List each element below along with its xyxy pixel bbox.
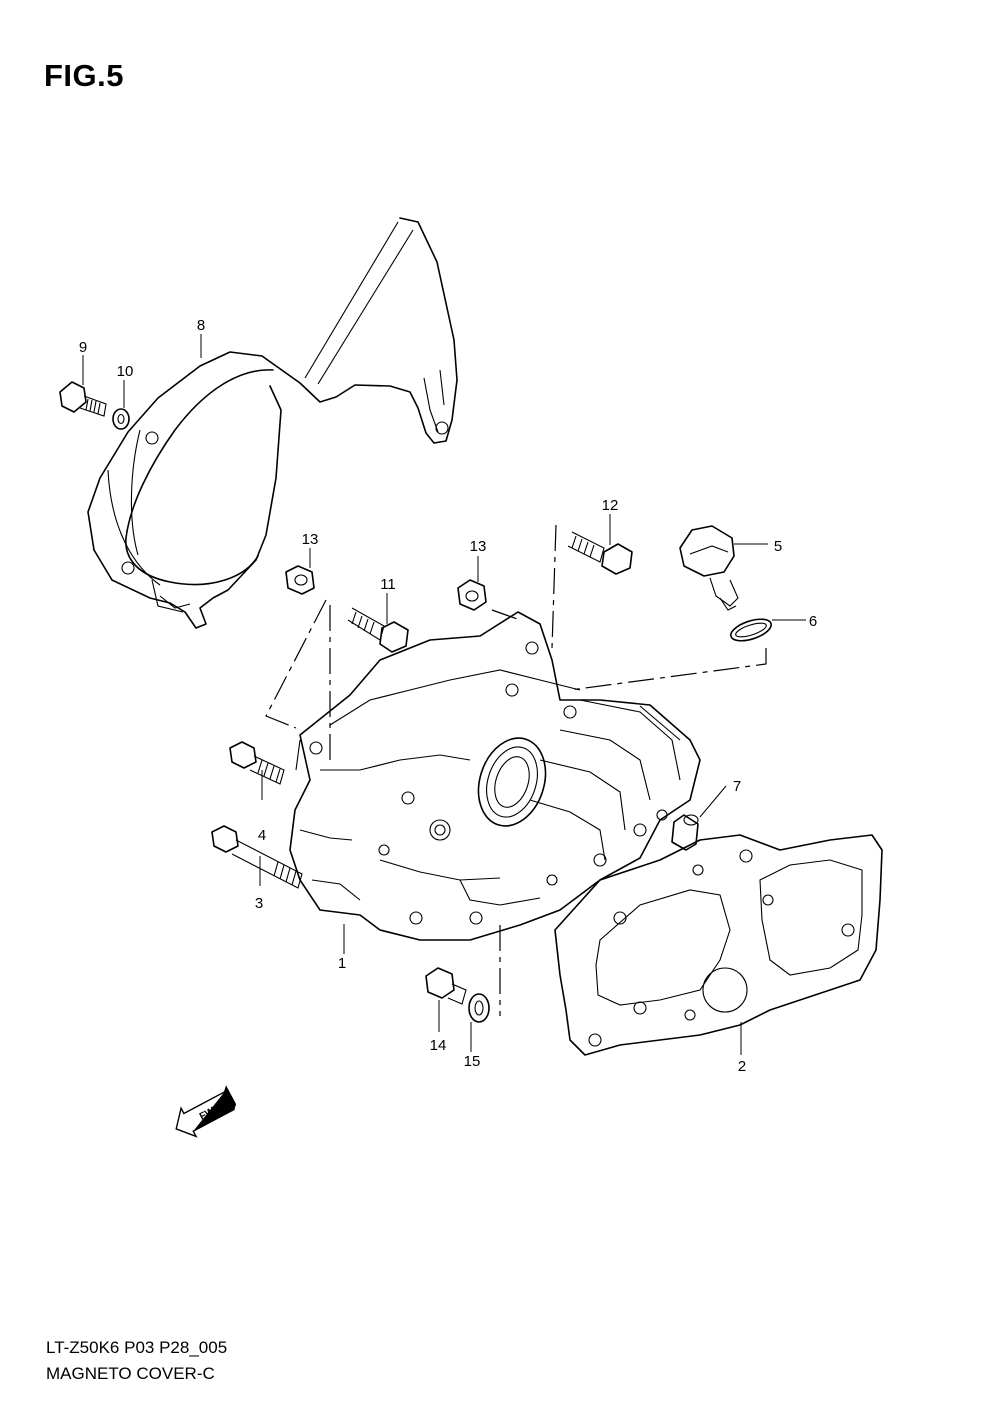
callout-labels: 1 2 3 4 5 6 7 8 9 10 11 12 13 13 14 15 <box>79 317 817 1075</box>
part-7-dowel-pin <box>671 814 699 851</box>
part-13-nut-left <box>285 565 315 595</box>
part-14-bolt <box>425 967 467 1005</box>
callout-10: 10 <box>117 363 134 380</box>
callout-2: 2 <box>738 1058 746 1075</box>
part-10-washer <box>112 408 130 430</box>
part-2-gasket <box>554 834 883 1056</box>
callout-1: 1 <box>338 955 346 972</box>
assembly-lines <box>265 524 767 1016</box>
callout-8: 8 <box>197 317 205 334</box>
callout-5: 5 <box>774 538 782 555</box>
leader-lines <box>82 334 806 1055</box>
part-9-bolt <box>59 381 107 417</box>
callout-4: 4 <box>258 827 266 844</box>
part-8-outer-cover <box>87 217 458 629</box>
section-name: MAGNETO COVER-C <box>46 1364 215 1383</box>
callout-7: 7 <box>733 778 741 795</box>
callout-14: 14 <box>430 1037 447 1054</box>
figure-title: FIG.5 <box>44 58 125 93</box>
callout-6: 6 <box>809 613 817 630</box>
part-4-bolt <box>229 741 285 785</box>
diagram-footer: LT-Z50K6 P03 P28_005 MAGNETO COVER-C <box>46 1335 227 1387</box>
part-6-o-ring <box>730 618 772 642</box>
part-15-washer <box>468 993 490 1023</box>
callout-13-right: 13 <box>470 538 487 555</box>
part-13-nut-right <box>457 579 487 611</box>
part-1-magneto-cover-body <box>289 611 701 941</box>
model-code: LT-Z50K6 P03 P28_005 <box>46 1338 228 1357</box>
callout-3: 3 <box>255 895 263 912</box>
callout-15: 15 <box>464 1053 481 1070</box>
part-5-filler-cap <box>679 525 739 611</box>
part-12-bolt <box>567 531 633 575</box>
part-11-bolt <box>347 607 409 653</box>
part-3-long-bolt <box>211 825 303 889</box>
fwd-arrow-icon: FWD <box>175 1085 237 1138</box>
callout-13-left: 13 <box>302 531 319 548</box>
callout-9: 9 <box>79 339 87 356</box>
callout-11: 11 <box>380 576 396 593</box>
callout-12: 12 <box>602 497 619 514</box>
